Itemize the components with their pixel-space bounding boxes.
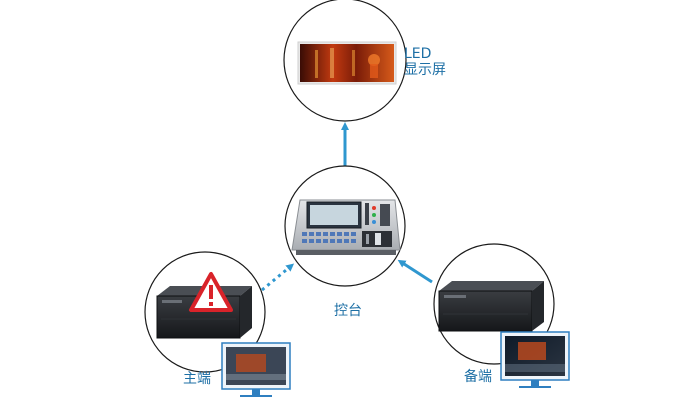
backup-monitor-icon — [500, 331, 570, 388]
console-node — [284, 165, 406, 287]
backup-node — [433, 243, 570, 388]
led-display-icon — [297, 41, 397, 85]
backup-label: 备端 — [464, 369, 492, 385]
arrow-main-to-console — [261, 263, 295, 292]
led-label: LED 显示屏 — [404, 46, 446, 78]
warning-icon — [189, 272, 233, 312]
server-icon — [438, 281, 570, 388]
led-label-line1: LED — [404, 46, 432, 62]
led-node — [283, 0, 407, 122]
console-label: 控台 — [334, 303, 362, 319]
server-with-warning-icon — [156, 272, 291, 397]
main-monitor-icon — [221, 342, 291, 397]
main-node — [144, 251, 291, 397]
led-label-line2: 显示屏 — [404, 62, 446, 78]
arrow-backup-to-console — [397, 259, 433, 284]
control-console-icon — [291, 199, 401, 255]
main-label: 主端 — [183, 371, 211, 387]
